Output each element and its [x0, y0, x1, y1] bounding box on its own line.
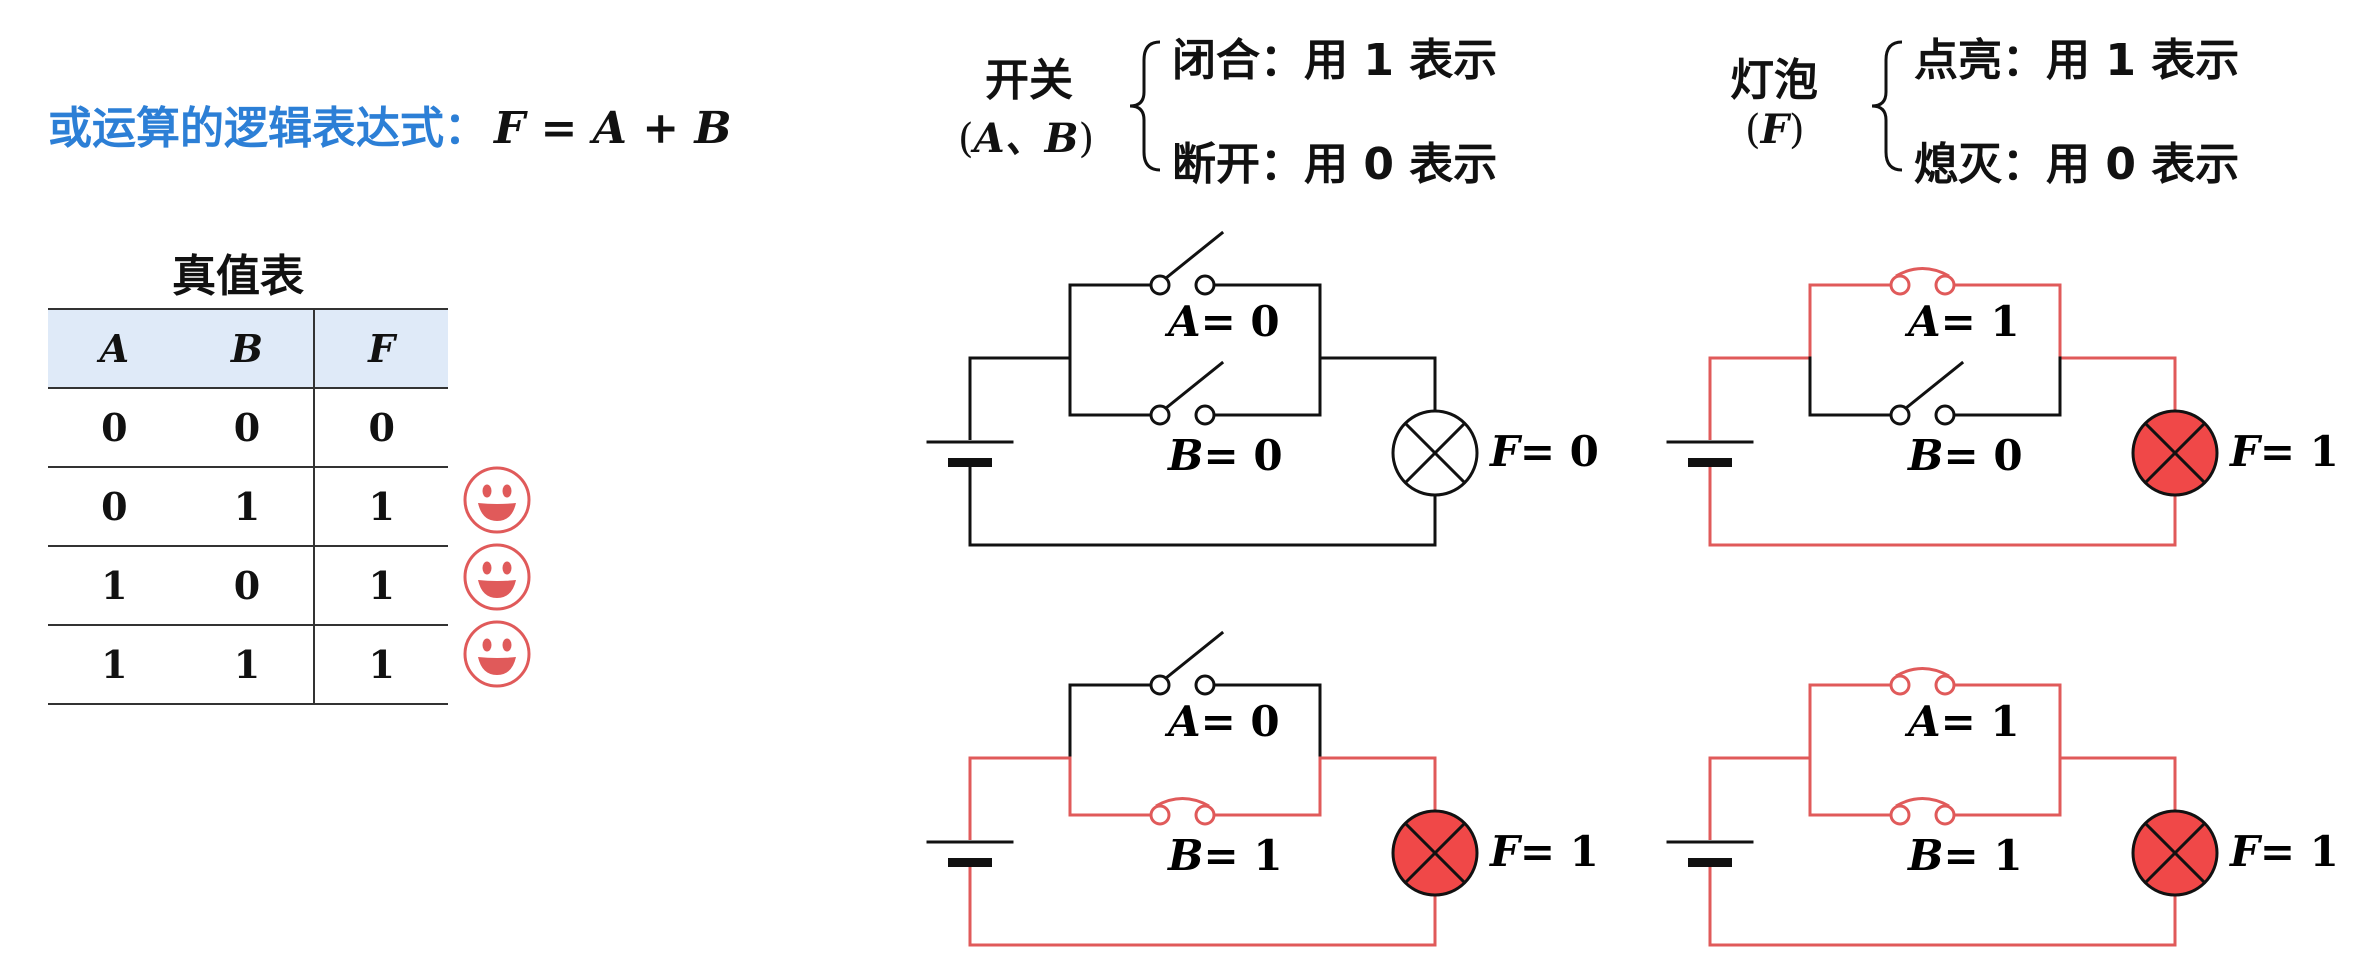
- header-cell-f: F: [314, 308, 448, 389]
- label-f: F= 0: [1489, 427, 1599, 476]
- wire-bottom: [968, 866, 1437, 947]
- label-f: F= 1: [1489, 827, 1599, 876]
- switch-b-terminal-right: [1194, 404, 1216, 426]
- switch-b-terminal-right: [1934, 404, 1956, 426]
- wire-left: [1708, 756, 1810, 840]
- wire-bottom: [968, 466, 1437, 547]
- title-text: 或运算的逻辑表达式：: [48, 103, 488, 154]
- switch-a-lever-closed: [1895, 267, 1950, 278]
- switch-legend-label: 开关: [985, 55, 1073, 106]
- bulb-legend-vars: (F): [1745, 106, 1805, 153]
- smiley-face-icon: [463, 466, 531, 534]
- label-b: B= 1: [1907, 831, 2023, 880]
- smiley-face-icon: [463, 620, 531, 688]
- switch-b-terminal-left: [1889, 804, 1911, 826]
- switch-a-lever-open: [1163, 230, 1225, 281]
- cell-b: 0: [180, 388, 316, 468]
- battery-short-plate: [948, 858, 992, 867]
- battery-short-plate: [948, 458, 992, 467]
- battery-short-plate: [1688, 858, 1732, 867]
- switch-b-terminal-left: [1149, 404, 1171, 426]
- cell-a: 1: [48, 546, 181, 626]
- lamp-cross-2: [1403, 421, 1467, 485]
- circuit-a1-b1: A= 1 B= 1 F= 1: [1666, 667, 2339, 947]
- cell-a: 0: [48, 467, 181, 547]
- cell-b: 1: [180, 625, 316, 705]
- circuit-a0-b0: A= 0 B= 0 F= 0: [926, 230, 1599, 547]
- truth-table-caption: 真值表: [172, 251, 304, 302]
- switch-a-terminal-right: [1194, 674, 1216, 696]
- cell-a: 0: [48, 388, 181, 468]
- header-cell-b: B: [180, 308, 316, 389]
- label-b: B= 0: [1167, 431, 1283, 480]
- wire-left: [968, 756, 1070, 840]
- switch-b-terminal-left: [1149, 804, 1171, 826]
- table-row: 0 0 0: [48, 388, 448, 468]
- wire-right: [1320, 356, 1437, 411]
- cell-f: 1: [314, 467, 448, 547]
- cell-b: 0: [180, 546, 316, 626]
- wire-left: [968, 356, 1070, 440]
- wire-bottom: [1708, 866, 2177, 947]
- switch-a-terminal-left: [1889, 274, 1911, 296]
- cell-a: 1: [48, 625, 181, 705]
- label-f: F= 1: [2229, 827, 2339, 876]
- wire-right: [1320, 756, 1437, 811]
- switch-a-lever-open: [1163, 630, 1225, 681]
- label-f: F= 1: [2229, 427, 2339, 476]
- label-b: B= 0: [1907, 431, 2023, 480]
- label-a: A= 0: [1164, 297, 1280, 346]
- switch-a-terminal-left: [1149, 274, 1171, 296]
- title-expression: F = A + B: [494, 103, 732, 154]
- lamp-cross-2: [2143, 821, 2207, 885]
- bulb-off-legend: 熄灭：用 0 表示: [1914, 139, 2240, 190]
- label-b: B= 1: [1167, 831, 1283, 880]
- table-row: 0 1 1: [48, 467, 448, 547]
- wire-left: [1708, 356, 1810, 440]
- switch-closed-legend: 闭合：用 1 表示: [1172, 35, 1498, 86]
- circuit-a0-b1: A= 0 B= 1 F= 1: [926, 630, 1599, 947]
- switch-b-lever-open: [1903, 360, 1965, 411]
- lamp-cross-2: [2143, 421, 2207, 485]
- wire-bottom: [1708, 466, 2177, 547]
- bulb-legend-label: 灯泡: [1730, 55, 1818, 106]
- switch-a-terminal-left: [1889, 674, 1911, 696]
- page-title: 或运算的逻辑表达式：F = A + B: [48, 92, 732, 156]
- table-row: 1 1 1: [48, 625, 448, 705]
- switch-b-lever-open: [1163, 360, 1225, 411]
- cell-f: 0: [314, 388, 448, 468]
- battery-short-plate: [1688, 458, 1732, 467]
- wire-right: [2060, 756, 2177, 811]
- switch-b-terminal-left: [1889, 404, 1911, 426]
- switch-a-terminal-right: [1934, 274, 1956, 296]
- switch-legend-vars: (A、B): [958, 115, 1095, 162]
- switch-a-terminal-right: [1194, 274, 1216, 296]
- circuit-a1-b0: A= 1 B= 0 F= 1: [1666, 267, 2339, 547]
- truth-table: A B F 0 0 0 0 1 1 1 0 1 1 1 1: [48, 308, 448, 705]
- switch-brace-icon: [1129, 40, 1161, 172]
- switch-a-terminal-right: [1934, 674, 1956, 696]
- bulb-brace-icon: [1871, 40, 1903, 172]
- bulb-on-legend: 点亮：用 1 表示: [1914, 35, 2240, 86]
- cell-f: 1: [314, 546, 448, 626]
- label-a: A= 0: [1164, 697, 1280, 746]
- label-a: A= 1: [1904, 297, 2020, 346]
- smiley-face-icon: [463, 543, 531, 611]
- label-a: A= 1: [1904, 697, 2020, 746]
- cell-f: 1: [314, 625, 448, 705]
- switch-b-lever-closed: [1895, 797, 1950, 808]
- table-row: 1 0 1: [48, 546, 448, 626]
- switch-b-terminal-right: [1934, 804, 1956, 826]
- switch-a-terminal-left: [1149, 674, 1171, 696]
- wire-right: [2060, 356, 2177, 411]
- lamp-cross-2: [1403, 821, 1467, 885]
- cell-b: 1: [180, 467, 316, 547]
- switch-open-legend: 断开：用 0 表示: [1172, 139, 1498, 190]
- truth-table-header-row: A B F: [48, 308, 448, 389]
- switch-a-lever-closed: [1895, 667, 1950, 678]
- switch-b-terminal-right: [1194, 804, 1216, 826]
- header-cell-a: A: [48, 308, 181, 389]
- switch-b-lever-closed: [1155, 797, 1210, 808]
